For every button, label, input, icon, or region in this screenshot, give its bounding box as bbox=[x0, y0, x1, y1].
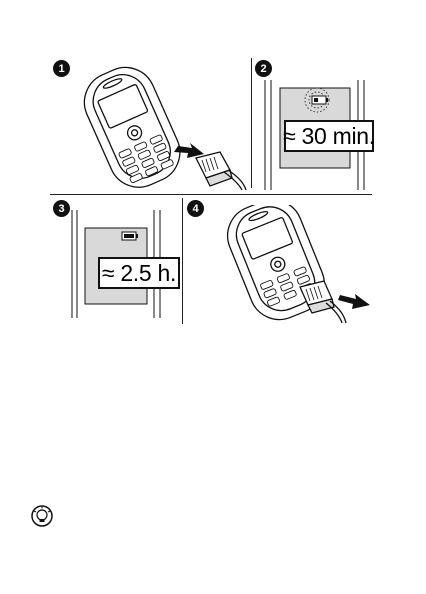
charge-time-callout-30min: ≈ 30 min. bbox=[284, 120, 374, 152]
charge-time-callout-2-5h: ≈ 2.5 h. bbox=[98, 257, 180, 289]
panel-divider-horizontal bbox=[50, 194, 372, 195]
panel-divider-vertical-bottom bbox=[182, 198, 183, 324]
step-4-illustration bbox=[190, 205, 380, 325]
panel-divider-vertical-top bbox=[251, 58, 252, 188]
step-1-illustration bbox=[60, 60, 250, 190]
lightbulb-tip-icon bbox=[31, 505, 53, 527]
phone-unplug-charger-icon bbox=[190, 205, 380, 325]
step-3-badge: 3 bbox=[53, 200, 70, 217]
phone-with-charger-plug-icon bbox=[60, 60, 250, 190]
step-2-badge: 2 bbox=[255, 60, 272, 77]
